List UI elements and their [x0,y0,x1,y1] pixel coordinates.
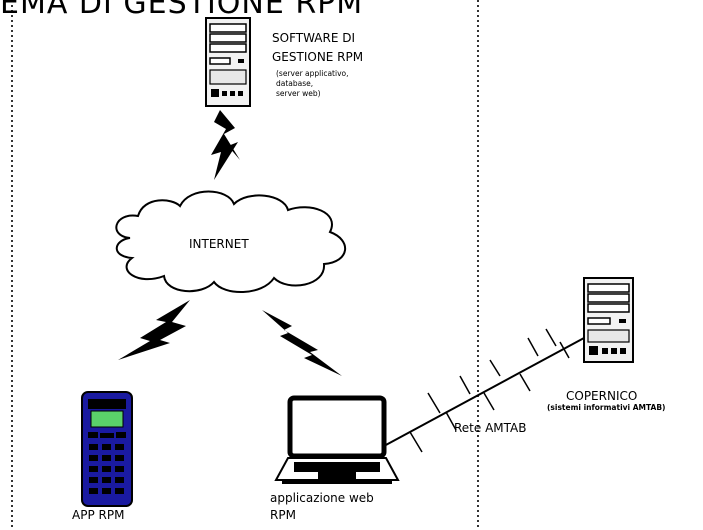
laptop-icon [274,395,400,484]
internet-cloud-icon [115,190,347,294]
server-description-line2: database, [276,79,314,88]
server-description-line1: (server applicativo, [276,69,349,78]
copernico-server-icon [583,277,634,363]
server-description: (server applicativo, database, server we… [276,69,349,99]
server-label: SOFTWARE DI GESTIONE RPM [272,29,363,67]
internet-label: INTERNET [189,237,249,251]
copernico-description: (sistemi informativi AMTAB) [547,403,666,412]
server-tower-icon [205,17,251,107]
web-app-label-line2: RPM [270,508,296,522]
server-label-line1: SOFTWARE DI [272,31,356,45]
rete-amtab-network-line [383,328,585,453]
server-label-line2: GESTIONE RPM [272,50,364,64]
network-label: Rete AMTAB [454,421,527,435]
copernico-label: COPERNICO [566,389,638,403]
web-app-label-line1: applicazione web [270,491,374,505]
app-rpm-label: APP RPM [72,508,125,522]
lightning-bolt-icon [262,310,342,376]
lightning-bolt-icon [118,300,190,360]
server-description-line3: server web) [276,89,321,98]
lightning-bolt-icon [211,110,240,180]
diagram-title: EMA DI GESTIONE RPM [0,0,364,21]
web-app-label: applicazione web RPM [270,490,420,524]
phone-icon [81,391,133,507]
